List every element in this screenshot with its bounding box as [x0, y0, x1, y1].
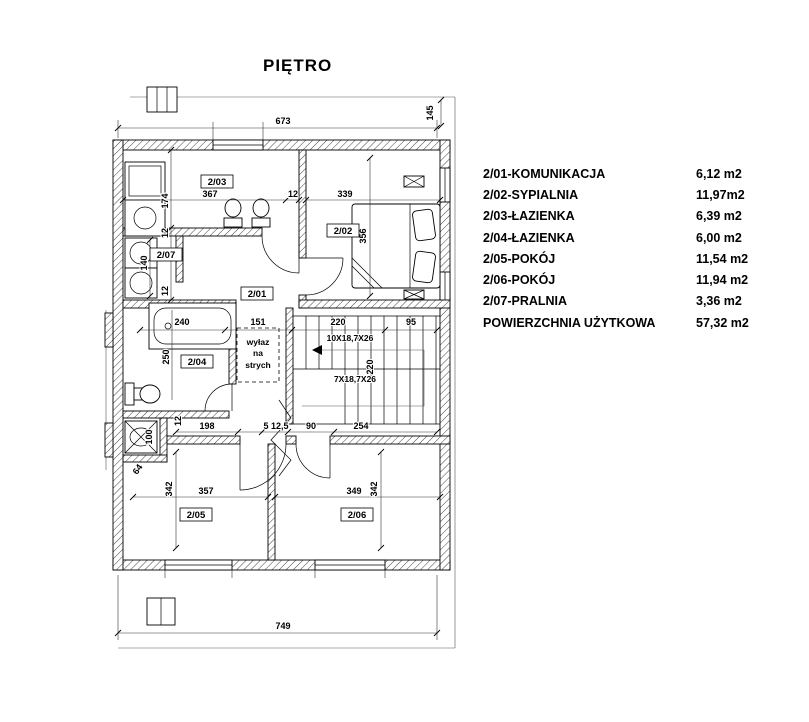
dim-749: 749 — [275, 621, 290, 631]
legend-room-area: 11,97m2 — [696, 187, 745, 202]
legend-total-label: POWIERZCHNIA UŻYTKOWA — [483, 315, 656, 330]
room-label-201: 2/01 — [248, 289, 267, 300]
dim-12-left-a: 12 — [160, 228, 170, 238]
dim-342-right: 342 — [369, 481, 379, 496]
dim-174: 174 — [160, 193, 170, 208]
bed — [351, 203, 441, 289]
dim-250: 250 — [161, 349, 171, 364]
legend-row: 2/02-SYPIALNIA 11,97m2 — [483, 184, 763, 205]
dimension-texts: 673 145 749 367 12 339 174 12 140 12 356… — [130, 104, 436, 632]
legend-room-area: 6,00 m2 — [696, 230, 742, 245]
outer-walls — [104, 139, 451, 571]
dim-342-left: 342 — [164, 481, 174, 496]
room-label-202: 2/02 — [334, 226, 353, 237]
legend-row: 2/06-POKÓJ 11,94 m2 — [483, 269, 763, 290]
room-labels: 2/03 2/02 2/07 2/01 2/04 2/05 2/06 — [149, 174, 374, 522]
dim-254: 254 — [353, 421, 368, 431]
bathtub — [148, 302, 237, 350]
dim-198: 198 — [199, 421, 214, 431]
dim-145: 145 — [425, 105, 435, 120]
legend-row: 2/07-PRALNIA 3,36 m2 — [483, 291, 763, 312]
dim-12-low: 12 — [173, 416, 183, 426]
radiator-icon — [403, 175, 425, 300]
legend-room-name: 2/03-ŁAZIENKA — [483, 209, 575, 224]
chimney-bottom — [146, 597, 176, 626]
dim-95: 95 — [406, 317, 416, 327]
dim-64: 64 — [131, 462, 145, 476]
dim-367: 367 — [202, 189, 217, 199]
legend-room-area: 6,12 m2 — [696, 166, 742, 181]
legend-row: POWIERZCHNIA UŻYTKOWA 57,32 m2 — [483, 312, 763, 333]
staircase — [270, 315, 440, 477]
legend-room-name: 2/07-PRALNIA — [483, 294, 568, 309]
room-label-204: 2/04 — [188, 357, 207, 368]
dim-151: 151 — [250, 317, 265, 327]
attic-label-line2: na — [253, 348, 263, 358]
dim-356: 356 — [358, 228, 368, 243]
room-label-205: 2/05 — [187, 510, 206, 521]
stairs-upper-label: 10X18,7X26 — [327, 333, 374, 343]
dim-673: 673 — [275, 116, 290, 126]
dim-140: 140 — [139, 255, 149, 270]
page-title: PIĘTRO — [263, 56, 333, 75]
legend-row: 2/05-POKÓJ 11,54 m2 — [483, 248, 763, 269]
legend-room-area: 11,54 m2 — [696, 251, 749, 266]
dimension-lines — [114, 96, 445, 640]
legend-row: 2/04-ŁAZIENKA 6,00 m2 — [483, 227, 763, 248]
attic-hatch: wyłaz na strych — [236, 327, 280, 383]
legend-room-name: 2/04-ŁAZIENKA — [483, 230, 575, 245]
attic-label-line1: wyłaz — [246, 337, 270, 347]
legend-room-name: 2/05-POKÓJ — [483, 251, 556, 266]
door-swings — [204, 235, 344, 491]
dim-12-left-b: 12 — [160, 286, 170, 296]
legend-row: 2/01-KOMUNIKACJA 6,12 m2 — [483, 163, 763, 184]
legend-room-area: 11,94 m2 — [696, 273, 749, 288]
dim-220-v: 220 — [365, 359, 375, 374]
room-label-203: 2/03 — [208, 177, 227, 188]
dim-220-h: 220 — [330, 317, 345, 327]
legend-row: 2/03-ŁAZIENKA 6,39 m2 — [483, 206, 763, 227]
legend: 2/01-KOMUNIKACJA 6,12 m2 2/02-SYPIALNIA … — [483, 163, 763, 333]
room-label-207: 2/07 — [157, 250, 176, 261]
dim-90: 90 — [306, 421, 316, 431]
bathroom-203-fixtures — [124, 161, 271, 237]
legend-room-area: 3,36 m2 — [696, 294, 742, 309]
stairs-lower-label: 7X18,7X26 — [334, 374, 376, 384]
dim-349: 349 — [346, 486, 361, 496]
toilet-icon — [124, 382, 161, 406]
legend-total-area: 57,32 m2 — [696, 315, 749, 330]
washbasin-icon — [124, 420, 158, 454]
dim-100: 100 — [144, 429, 154, 444]
dim-240: 240 — [174, 317, 189, 327]
attic-label-line3: strych — [245, 360, 271, 370]
legend-room-name: 2/01-KOMUNIKACJA — [483, 166, 606, 181]
dim-357: 357 — [198, 486, 213, 496]
legend-room-area: 6,39 m2 — [696, 209, 742, 224]
windows — [164, 139, 451, 571]
legend-room-name: 2/02-SYPIALNIA — [483, 187, 579, 202]
room-label-206: 2/06 — [348, 510, 367, 521]
chimney-top — [146, 86, 178, 113]
dim-12-top: 12 — [288, 189, 298, 199]
legend-room-name: 2/06-POKÓJ — [483, 273, 556, 288]
dim-339: 339 — [337, 189, 352, 199]
dim-5-12-5: 5 12,5 — [263, 421, 288, 431]
